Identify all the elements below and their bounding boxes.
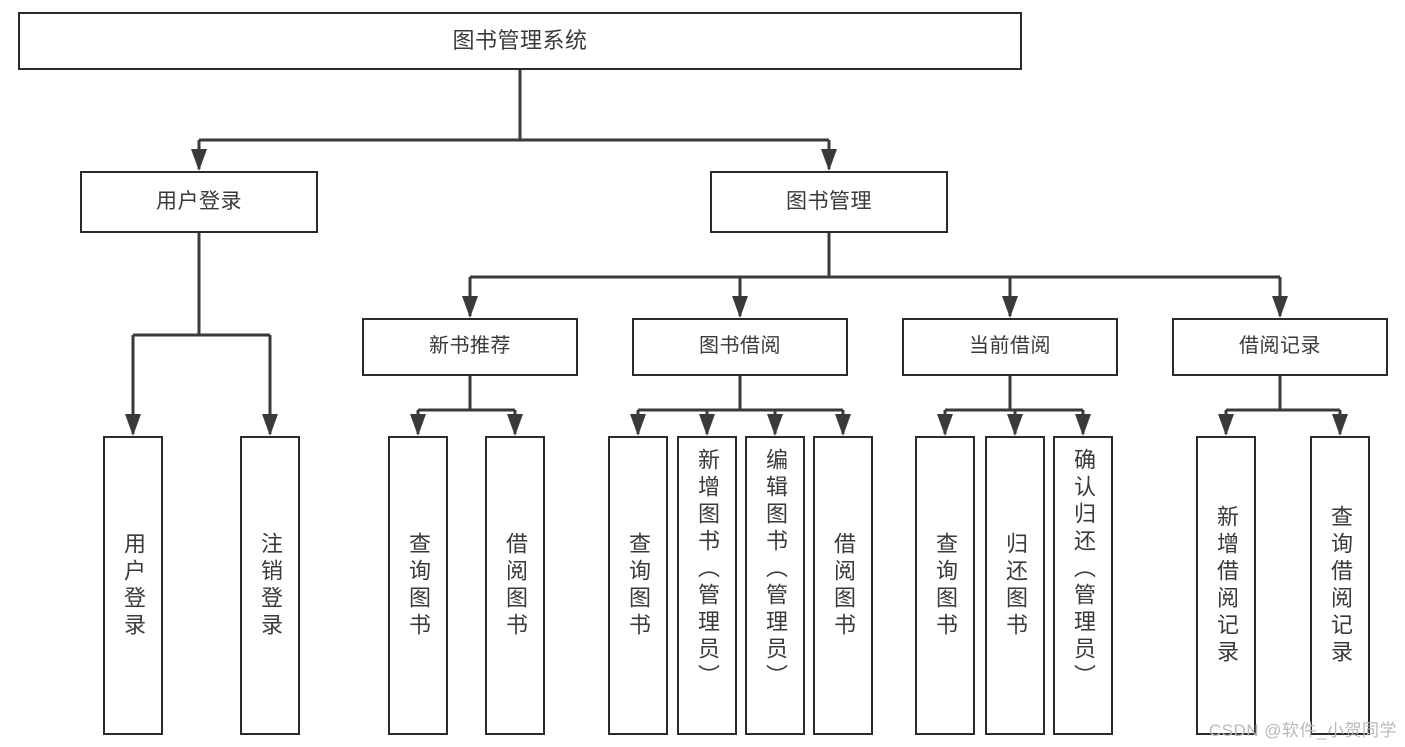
arrowhead-icon [1218,414,1234,436]
arrowhead-icon [630,414,646,436]
arrowhead-icon [1002,296,1018,318]
node-leaf-confirm-return[interactable]: 确认归还（管理员） [1053,436,1113,735]
node-t2-book-borrow[interactable]: 图书借阅 [632,318,848,376]
node-t2-current-borrow[interactable]: 当前借阅 [902,318,1118,376]
arrowhead-icon [1007,414,1023,436]
node-label: 借阅记录 [1239,335,1321,358]
node-content: 确认归还（管理员） [1055,438,1111,743]
node-content: 新增图书（管理员） [679,438,735,743]
node-leaf-logout[interactable]: 注销登录 [240,436,300,735]
arrowhead-icon [1332,414,1348,436]
arrowhead-icon [821,149,837,171]
node-label: 查询借阅记录 [1328,504,1353,667]
arrowhead-icon [191,149,207,171]
arrowhead-icon [1272,296,1288,318]
node-label: 编辑图书（管理员） [763,448,788,691]
arrowhead-icon [835,414,851,436]
arrowhead-icon [507,414,523,436]
arrowhead-icon [262,414,278,436]
node-label: 图书管理系统 [452,28,588,54]
node-label: 查询图书 [626,531,651,640]
node-label: 借阅图书 [831,531,856,640]
node-leaf-borrow-book-1[interactable]: 借阅图书 [485,436,545,735]
node-label: 当前借阅 [969,335,1051,358]
node-leaf-query-book-1[interactable]: 查询图书 [388,436,448,735]
arrowhead-icon [699,414,715,436]
node-content: 借阅图书 [815,438,871,733]
node-label: 用户登录 [156,189,242,213]
watermark-text: CSDN @软件_小贺同学 [1208,721,1397,740]
node-t1-book-manage[interactable]: 图书管理 [710,171,948,233]
node-label: 图书借阅 [699,335,781,358]
node-content: 查询图书 [610,438,666,733]
node-label: 注销登录 [258,531,283,640]
arrowhead-icon [767,414,783,436]
node-root[interactable]: 图书管理系统 [18,12,1022,70]
node-label: 新增借阅记录 [1214,504,1239,667]
node-leaf-add-book[interactable]: 新增图书（管理员） [677,436,737,735]
node-label: 借阅图书 [503,531,528,640]
node-label: 查询图书 [406,531,431,640]
node-label: 查询图书 [933,531,958,640]
node-label: 新增图书（管理员） [695,448,720,691]
arrowhead-icon [125,414,141,436]
node-leaf-add-record[interactable]: 新增借阅记录 [1196,436,1256,735]
node-leaf-edit-book[interactable]: 编辑图书（管理员） [745,436,805,735]
node-t2-new-book-rec[interactable]: 新书推荐 [362,318,578,376]
node-t2-borrow-record[interactable]: 借阅记录 [1172,318,1388,376]
node-leaf-user-login[interactable]: 用户登录 [103,436,163,735]
node-label: 归还图书 [1003,531,1028,640]
node-label: 新书推荐 [429,335,511,358]
node-leaf-query-record[interactable]: 查询借阅记录 [1310,436,1370,735]
node-content: 查询图书 [390,438,446,733]
node-content: 编辑图书（管理员） [747,438,803,743]
node-leaf-borrow-book-2[interactable]: 借阅图书 [813,436,873,735]
node-content: 归还图书 [987,438,1043,733]
node-content: 注销登录 [242,438,298,733]
node-label: 确认归还（管理员） [1071,448,1096,691]
node-leaf-query-book-2[interactable]: 查询图书 [608,436,668,735]
node-label: 用户登录 [121,531,146,640]
node-leaf-query-book-3[interactable]: 查询图书 [915,436,975,735]
node-content: 查询借阅记录 [1312,438,1368,733]
node-content: 借阅图书 [487,438,543,733]
node-label: 图书管理 [786,189,872,213]
arrowhead-icon [1075,414,1091,436]
node-content: 查询图书 [917,438,973,733]
node-content: 用户登录 [105,438,161,733]
node-t1-user-login[interactable]: 用户登录 [80,171,318,233]
arrowhead-icon [937,414,953,436]
node-content: 新增借阅记录 [1198,438,1254,733]
arrowhead-icon [732,296,748,318]
node-leaf-return-book[interactable]: 归还图书 [985,436,1045,735]
arrowhead-icon [410,414,426,436]
arrowhead-icon [462,296,478,318]
